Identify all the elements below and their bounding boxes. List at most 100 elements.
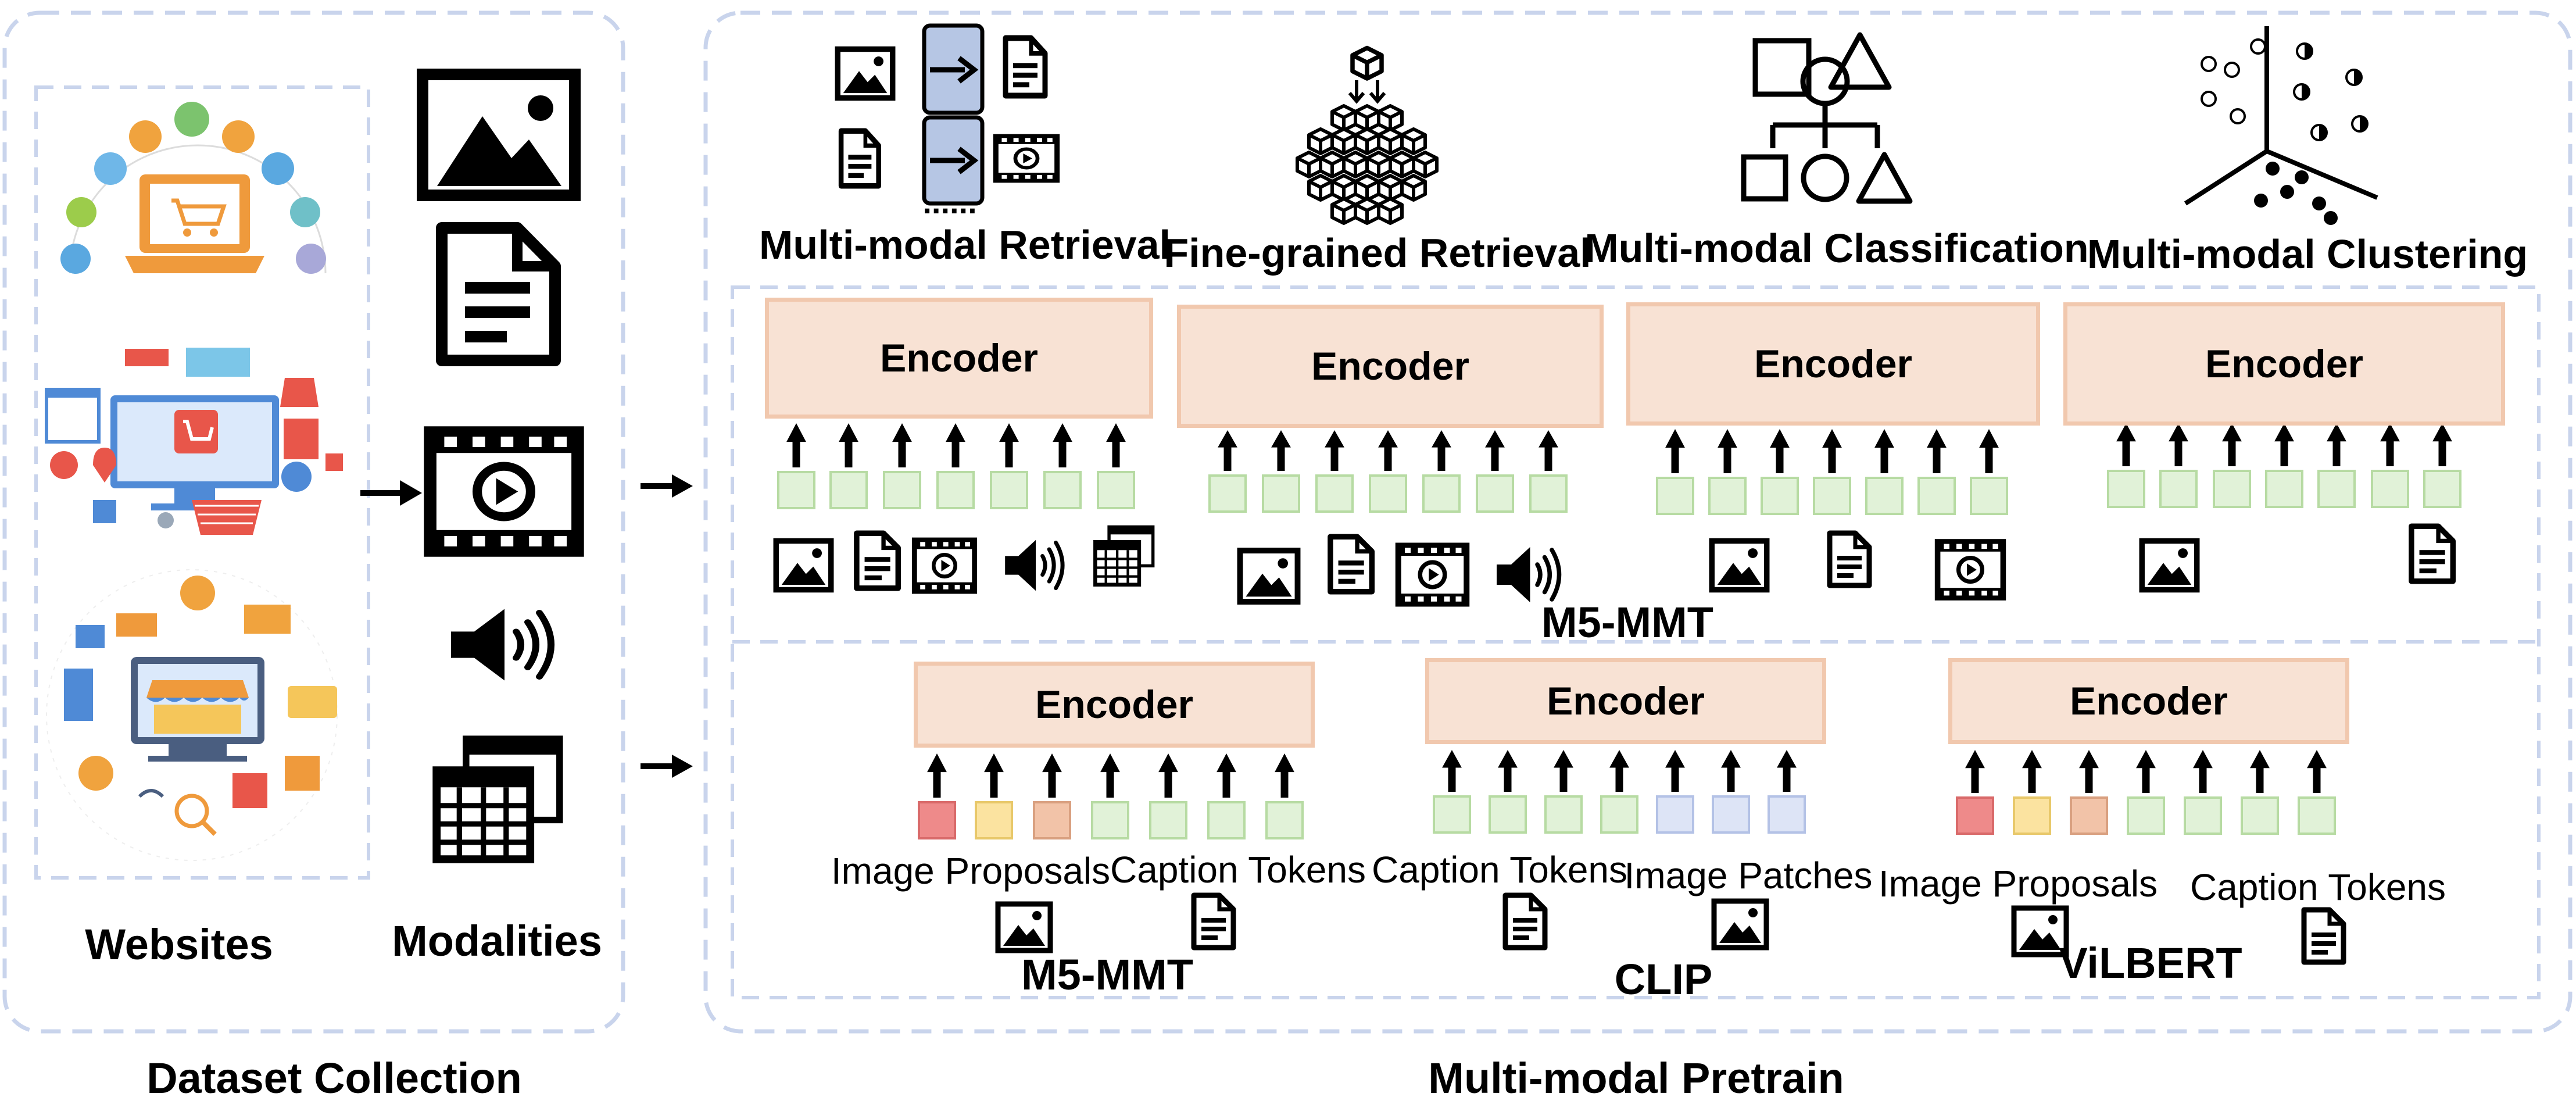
token	[936, 471, 975, 509]
token	[2298, 796, 2336, 835]
arrow-up-icon	[1822, 429, 1842, 473]
modality-audio-icon	[451, 609, 551, 680]
ecommerce-laptop-icon	[60, 102, 327, 274]
arrow-up-icon	[2307, 750, 2327, 793]
token	[918, 801, 956, 839]
token	[829, 471, 868, 509]
task-label-multimodal-clustering: Multi-modal Clustering	[2087, 231, 2528, 277]
arrow-up-icon	[1718, 429, 1737, 473]
arrow-up-icon	[2193, 750, 2213, 793]
token	[1865, 477, 1904, 515]
arrow-up-icon	[927, 753, 947, 798]
document-icon	[857, 533, 898, 588]
token	[1970, 477, 2008, 515]
token	[1656, 477, 1694, 515]
dataset-collection-frame	[2, 10, 625, 1034]
token	[2371, 470, 2409, 508]
token	[1712, 795, 1750, 834]
websites-frame	[34, 85, 370, 880]
m5-mmt-section-label: M5-MMT	[1541, 598, 1713, 646]
task-label-multimodal-retrieval: Multi-modal Retrieval	[759, 222, 1171, 267]
token-label-caption-tokens: Caption Tokens	[2190, 866, 2446, 908]
token	[1097, 471, 1135, 509]
token	[1262, 474, 1300, 513]
arrow-up-icon	[1498, 750, 1518, 792]
store-front-icon	[46, 569, 338, 861]
arrow-up-icon	[1218, 430, 1237, 471]
video-icon	[914, 540, 974, 591]
arrow-up-icon	[1442, 750, 1462, 792]
token	[1544, 795, 1583, 834]
token	[1956, 796, 1994, 835]
modality-video-icon	[430, 433, 578, 551]
multimodal-clustering-icon	[2184, 26, 2378, 225]
token	[1476, 474, 1514, 513]
token	[1433, 795, 1471, 834]
token-label-caption-tokens: Caption Tokens	[1372, 849, 1627, 891]
arrow-up-icon	[1721, 750, 1741, 792]
token	[2213, 470, 2251, 508]
token	[1708, 477, 1747, 515]
arrow-up-icon	[1158, 753, 1178, 798]
arrow-up-icon	[1539, 430, 1558, 471]
multimodal-pretrain-title: Multi-modal Pretrain	[1428, 1054, 1844, 1102]
arrow-up-icon	[1485, 430, 1505, 471]
arrow-up-icon	[2432, 423, 2452, 466]
token	[1149, 801, 1187, 839]
encoder-box: Encoder	[1626, 302, 2040, 426]
token	[1917, 477, 1956, 515]
collection-to-pretrain-arrow-bottom	[641, 755, 693, 778]
arrow-up-icon	[1979, 429, 1999, 473]
token-label-image-proposals: Image Proposals	[1878, 863, 2158, 905]
document-icon	[1330, 537, 1372, 592]
token	[2070, 796, 2108, 835]
modality-document-icon	[436, 222, 561, 366]
token	[1208, 474, 1247, 513]
arrow-up-icon	[2380, 423, 2400, 466]
document-icon	[2304, 910, 2344, 962]
token	[2423, 470, 2461, 508]
token	[975, 801, 1013, 839]
token-layer	[776, 423, 2461, 962]
token-label-caption-tokens: Caption Tokens	[1110, 849, 1366, 891]
modality-image-icon	[417, 69, 581, 201]
token	[2107, 470, 2145, 508]
image-icon	[2142, 541, 2197, 590]
arrow-up-icon	[1325, 430, 1344, 471]
arrow-up-icon	[1100, 753, 1120, 798]
arrow-up-icon	[2169, 423, 2188, 466]
arrow-up-icon	[1275, 753, 1294, 798]
arrow-up-icon	[2274, 423, 2294, 466]
arrow-up-icon	[1965, 750, 1985, 793]
arrow-up-icon	[1554, 750, 1573, 792]
document-icon	[1505, 895, 1545, 948]
task-label-fine-grained-retrieval: Fine-grained Retrieval	[1164, 230, 1591, 276]
model-area-frame	[731, 285, 2541, 999]
baseline-name-vilbert: ViLBERT	[2059, 939, 2242, 987]
token	[883, 471, 921, 509]
audio-icon	[1005, 540, 1062, 591]
arrow-up-icon	[1106, 423, 1126, 467]
multimodal-classification-icon	[1741, 32, 1913, 204]
arrow-up-icon	[2079, 750, 2099, 793]
token	[1529, 474, 1568, 513]
document-icon	[1194, 895, 1233, 948]
token	[2317, 470, 2356, 508]
fine-grained-retrieval-icon	[1297, 48, 1437, 224]
token	[1043, 471, 1082, 509]
collection-to-pretrain-arrow-top	[641, 474, 693, 498]
token	[1813, 477, 1851, 515]
token	[1656, 795, 1694, 834]
token	[1761, 477, 1799, 515]
document-icon	[1830, 533, 1869, 585]
token	[2127, 796, 2165, 835]
table-icon	[1095, 527, 1153, 584]
arrow-up-icon	[892, 423, 912, 467]
token	[2013, 796, 2051, 835]
token	[1768, 795, 1806, 834]
multimodal-retrieval-icon	[838, 23, 1057, 206]
arrow-up-icon	[1665, 429, 1685, 473]
arrow-up-icon	[1665, 750, 1685, 792]
video-icon	[1938, 542, 2003, 598]
modalities-label: Modalities	[392, 917, 602, 965]
